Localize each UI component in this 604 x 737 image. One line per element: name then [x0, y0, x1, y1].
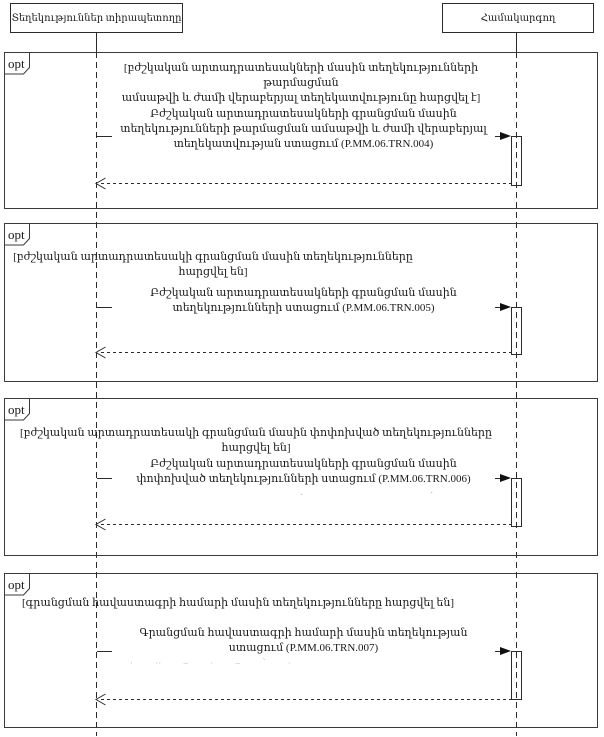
- message-arrowhead-1: [500, 132, 511, 140]
- opt-fragment-4: [4, 573, 598, 728]
- opt-fragment-3: [4, 398, 598, 556]
- opt-fragment-1: [4, 52, 598, 209]
- faded-text-artifact: ·: [430, 488, 434, 499]
- opt-operator-label-2: opt: [8, 227, 25, 242]
- return-arrowhead-3: [95, 518, 106, 531]
- message-label-1: Բժշկական արտադրատեսակների գրանցման մասին…: [112, 107, 495, 152]
- opt-operator-tab-2: opt: [4, 223, 30, 246]
- guard-condition-3: [բժշկական արտադրատեսակի գրանցման մասին փ…: [19, 427, 493, 454]
- activation-bar-4: [511, 651, 522, 700]
- guard-condition-4: [գրանցման հավաստագրի համարի մասին տեղեկո…: [21, 597, 454, 609]
- opt-tab-shape: [4, 52, 30, 75]
- lifeline-coordinator: [516, 52, 517, 736]
- opt-tab-shape: [4, 223, 30, 246]
- actor-coordinator-label: Համակարգող: [480, 12, 556, 24]
- message-arrowhead-2: [500, 303, 511, 311]
- lifeline-stub-information-holder: [96, 33, 97, 52]
- faded-text-artifact: -: [198, 88, 202, 99]
- faded-text-artifact: ·: [300, 490, 304, 501]
- opt-operator-tab-4: opt: [4, 573, 30, 596]
- return-line-3: [101, 524, 511, 525]
- activation-bar-3: [511, 478, 522, 527]
- return-line-1: [101, 183, 511, 184]
- lifeline-information-holder: [96, 52, 97, 736]
- faded-text-artifact: -: [266, 88, 270, 99]
- message-arrowhead-4: [500, 647, 511, 655]
- return-line-2: [101, 352, 511, 353]
- opt-operator-label-3: opt: [8, 402, 25, 417]
- actor-information-holder: Տեղեկություններ տիրապետողը: [10, 3, 183, 33]
- return-arrowhead-4: [95, 693, 106, 706]
- return-line-4: [101, 699, 511, 700]
- guard-condition-1: [բժշկական արտադրատեսակների մասին տեղեկու…: [121, 62, 481, 104]
- opt-operator-tab-3: opt: [4, 398, 30, 421]
- lifeline-stub-coordinator: [516, 33, 517, 52]
- actor-coordinator: Համակարգող: [442, 3, 594, 33]
- guard-condition-2: [բժշկական արտադրատեսակի գրանցման մասին տ…: [13, 251, 413, 278]
- actor-information-holder-label: Տեղեկություններ տիրապետողը: [11, 12, 182, 24]
- opt-tab-shape: [4, 573, 30, 596]
- message-label-2: Բժշկական արտադրատեսակների գրանցման մասին…: [112, 286, 495, 316]
- return-arrowhead-1: [95, 177, 106, 190]
- message-arrowhead-3: [500, 474, 511, 482]
- opt-operator-label-4: opt: [8, 577, 25, 592]
- opt-tab-shape: [4, 398, 30, 421]
- activation-bar-1: [511, 136, 522, 186]
- activation-bar-2: [511, 307, 522, 355]
- opt-fragment-2: [4, 223, 598, 382]
- faded-text-artifact: · ·· – · – ՝ ·: [130, 658, 291, 668]
- message-label-3: Բժշկական արտադրատեսակների գրանցման մասին…: [112, 457, 495, 487]
- return-arrowhead-2: [95, 346, 106, 359]
- opt-operator-label-1: opt: [8, 56, 25, 71]
- message-label-4: Գրանցման հավաստագրի համարի մասին տեղեկու…: [112, 626, 495, 656]
- opt-operator-tab-1: opt: [4, 52, 30, 75]
